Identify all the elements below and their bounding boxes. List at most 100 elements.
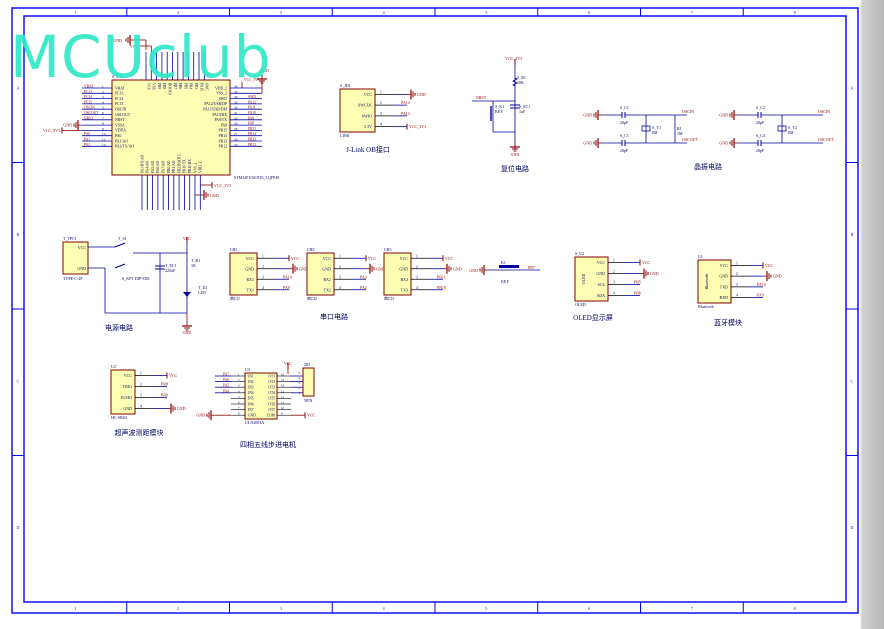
ref-designator: K1 [501, 260, 506, 265]
pin-name: BOOT0 [168, 83, 172, 95]
net-label: PB5 [634, 280, 641, 285]
pin-name: IN3 [248, 386, 254, 390]
net-label: GND [583, 141, 592, 146]
ref-designator: S_U2 [575, 251, 584, 256]
jlink-connector[interactable] [339, 88, 376, 133]
pin-name: GND [123, 406, 132, 411]
pin-name: GND [399, 266, 408, 271]
crystal-icon [777, 125, 787, 132]
ref-designator: S_C1 [620, 133, 629, 138]
pin-name: VCC [146, 83, 150, 91]
pin-name: TX1 [247, 287, 254, 292]
column-marker: 4 [383, 10, 385, 15]
pin-number: 5 [298, 371, 300, 375]
pin-name: PC13 [115, 92, 124, 96]
pin-name: PA2/TX/AO [115, 145, 134, 149]
serial-header-1[interactable] [229, 252, 258, 296]
component-value: 1M [677, 131, 683, 136]
component-value: KEY [501, 279, 509, 284]
row-marker: C [17, 378, 20, 383]
net-label: PB12 [248, 143, 256, 147]
section-title-reset: 复位电路 [501, 164, 529, 173]
row-marker: D [851, 525, 854, 530]
usb-typec-connector[interactable] [62, 241, 89, 275]
bluetooth-module[interactable] [697, 259, 732, 304]
pin-number: 14 [281, 384, 285, 388]
net-label: GND [583, 113, 592, 118]
motor-connector[interactable] [302, 367, 315, 397]
row-marker: C [851, 378, 854, 383]
pin-name: OT6 [268, 402, 275, 406]
pin-number: 29 [234, 122, 238, 126]
ref-designator: S_K1 [495, 104, 504, 109]
ref-designator: R1 [677, 126, 682, 131]
net-label: VCC [284, 361, 293, 366]
net-label: VCC [445, 256, 454, 261]
net-label: GND [719, 141, 728, 146]
pin-name: IN7 [248, 408, 254, 412]
pin-name: OT7 [268, 408, 275, 412]
pin-number: 4 [416, 286, 418, 290]
net-label: PA12 [248, 100, 256, 104]
ref-designator: S_C4 [756, 133, 765, 138]
pin-number: 4 [736, 294, 738, 298]
net-label: VCC [291, 256, 300, 261]
pin-name: NRST [115, 118, 125, 122]
pin-number: 15 [281, 378, 285, 382]
pin-number: 4 [380, 123, 382, 127]
component-value: 8M [788, 130, 794, 135]
column-marker: 6 [588, 606, 590, 611]
net-label: PB7 [528, 265, 535, 270]
serial-header-2[interactable] [306, 252, 335, 296]
gnd-symbol-icon [73, 120, 82, 131]
pin-number: 4 [140, 405, 142, 409]
net-label: GND [260, 68, 269, 73]
ultrasonic-module[interactable] [110, 369, 136, 415]
pin-number: 31 [234, 111, 238, 115]
net-label: VCC_3V3 [244, 78, 260, 82]
pin-name: 3.3V [364, 124, 372, 129]
pin-name: IN2 [248, 380, 254, 384]
pin-number: 9 [281, 412, 283, 416]
pin-name: PB15 [219, 129, 228, 133]
pin-number: 2 [613, 270, 615, 274]
pin-name: VDD_1 [199, 161, 203, 173]
column-marker: 8 [794, 10, 796, 15]
crystal-icon [641, 125, 651, 132]
net-label: PB15 [248, 127, 256, 131]
pin-name: PA5/AO [151, 160, 155, 173]
gnd-symbol-icon [729, 138, 738, 148]
pin-number: 3 [736, 283, 738, 287]
serial-header-3[interactable] [383, 252, 412, 296]
pin-number: 2 [102, 90, 104, 94]
pin-name: OSCOUT [115, 113, 131, 117]
net-label: GND [177, 406, 186, 411]
net-label: GND [210, 193, 219, 198]
pin-name: PB7 [173, 83, 177, 89]
net-label: PA4 [223, 389, 229, 393]
pin-name: VSS_1 [193, 163, 197, 173]
gnd-symbol-icon [257, 75, 267, 84]
net-label: PA10 [283, 274, 292, 279]
component-value: 1uF [519, 109, 526, 114]
net-label: PA7 [223, 373, 229, 377]
net-label: PB14 [248, 132, 256, 136]
column-marker: 5 [485, 10, 487, 15]
mcu-chip[interactable] [111, 79, 231, 176]
net-label: PA10 [248, 111, 256, 115]
led-icon [183, 292, 191, 297]
ref-designator: S_Y1 [652, 125, 661, 130]
pin-name: PB0/AO [167, 160, 171, 173]
pin-name: VBAT [115, 86, 126, 90]
pin-number: 13 [281, 389, 285, 393]
pin-name: VDD_2 [215, 86, 227, 90]
pin-number: 5 [238, 395, 240, 399]
uln2003-driver[interactable] [244, 372, 278, 420]
oled-module[interactable] [574, 256, 609, 302]
pin-number: 3 [238, 384, 240, 388]
pin-number: 3 [613, 281, 615, 285]
pin-number: 32 [234, 106, 238, 110]
component-value: 20pF [620, 148, 629, 153]
part-name: STM32F103C8T6_LQFP48 [234, 175, 279, 180]
